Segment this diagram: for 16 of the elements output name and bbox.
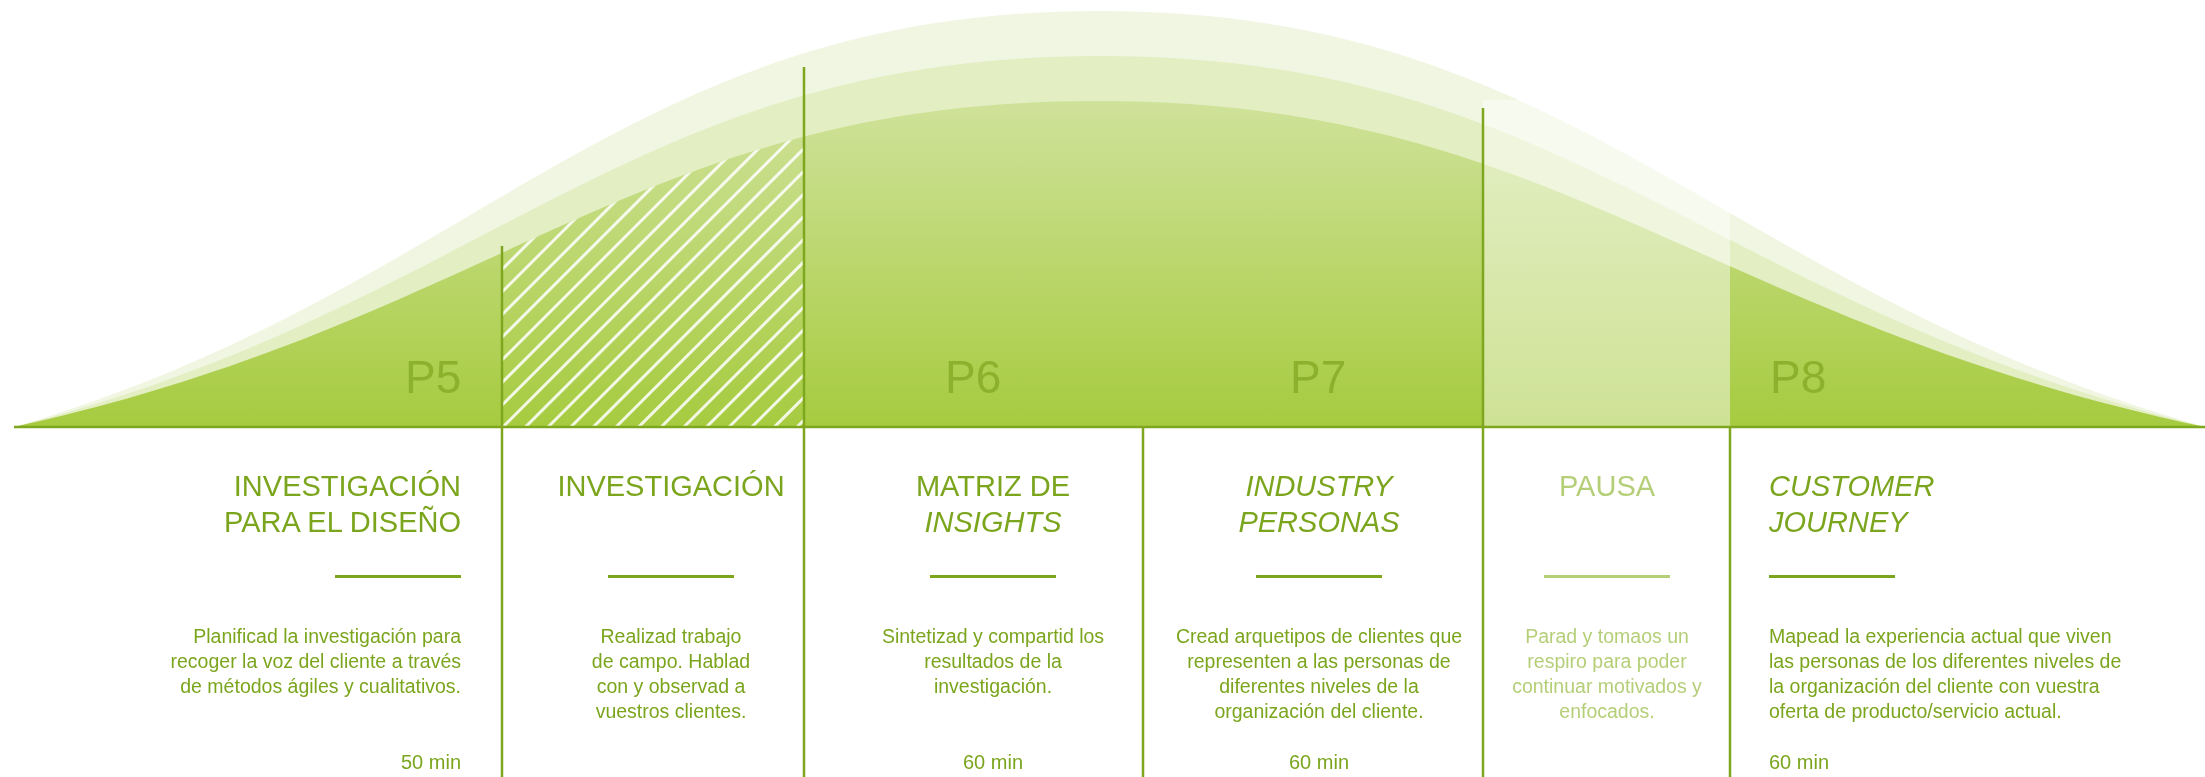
- phase-description: Sintetizad y compartid los resultados de la investigación.: [880, 624, 1106, 699]
- duration-label: 50 min: [399, 750, 461, 774]
- duration-label: 60 min: [962, 750, 1024, 774]
- phase-description: Cread arquetipos de clientes que representen a las personas de diferentes niveles de la organización del cliente.: [1174, 624, 1464, 724]
- phase-title: CUSTOMER JOURNEY: [1769, 469, 1936, 540]
- duration-label: 60 min: [1288, 750, 1350, 774]
- phase-description: Parad y tomaos un respiro para poder continuar motivados y enfocados.: [1512, 624, 1702, 724]
- phase-title: PAUSA: [1557, 469, 1657, 504]
- phase-description: Realizad trabajo de campo. Hablad con y observad a vuestros clientes.: [590, 624, 752, 724]
- phase-description: Planificad la investigación para recoger la voz del cliente a través de métodos ágiles y cualitativos.: [169, 624, 461, 699]
- phase-title: MATRIZ DE INSIGHTS: [914, 469, 1072, 540]
- phase-title: INDUSTRY PERSONAS: [1237, 469, 1401, 540]
- phase-title: INVESTIGACIÓN PARA EL DISEÑO: [223, 469, 461, 540]
- duration-label: 60 min: [1769, 750, 1831, 774]
- phase-title: INVESTIGACIÓN: [556, 469, 786, 504]
- phase-description: Mapead la experiencia actual que viven las personas de los diferentes niveles de la organización del cliente con vuestra oferta de producto/servicio actual.: [1769, 624, 2123, 724]
